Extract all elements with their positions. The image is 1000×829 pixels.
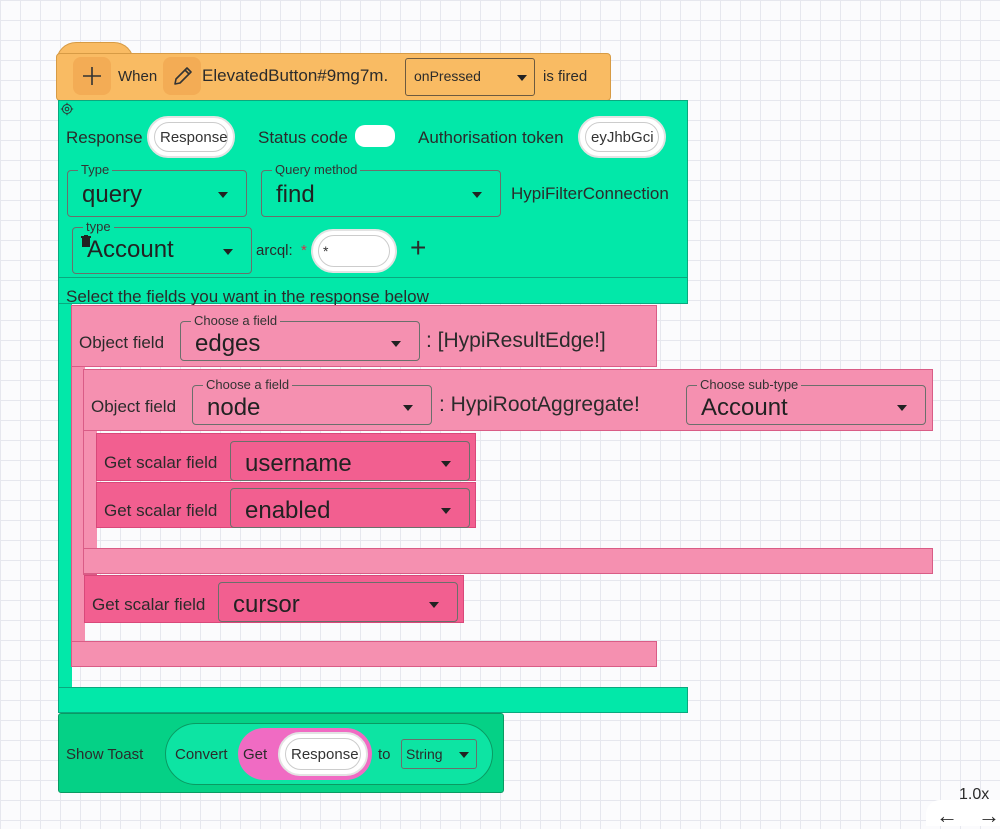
node-object-field[interactable]: Object field Choose a field node : HypiR… — [83, 369, 933, 431]
return-type-label: HypiFilterConnection — [511, 184, 669, 203]
caret-down-icon — [429, 602, 439, 608]
pencil-icon — [174, 67, 192, 85]
widget-name: ElevatedButton#9mg7m. — [202, 66, 389, 85]
cursor-field-select[interactable]: cursor — [218, 582, 458, 622]
caret-down-icon — [218, 192, 228, 198]
caret-down-icon — [517, 75, 527, 81]
type-select[interactable]: Type query — [67, 163, 247, 217]
query-block-footer — [58, 687, 688, 713]
object-field-label: Object field — [91, 397, 177, 416]
response-input[interactable]: Response — [147, 116, 235, 158]
status-code-label: Status code — [258, 128, 348, 147]
scalar-field-label: Get scalar field — [104, 501, 218, 520]
scalar-field-enabled[interactable]: Get scalar field enabled — [96, 482, 476, 528]
enabled-field-select[interactable]: enabled — [230, 488, 470, 528]
caret-down-icon — [459, 752, 469, 758]
node-field-select[interactable]: Choose a field node — [192, 378, 432, 425]
auth-token-label: Authorisation token — [418, 128, 564, 147]
scalar-field-label: Get scalar field — [104, 453, 218, 472]
convert-block[interactable]: Convert Get Response to String — [165, 723, 493, 785]
show-toast-label: Show Toast — [66, 746, 144, 763]
when-label: When — [118, 68, 158, 85]
event-select[interactable]: onPressed — [405, 58, 535, 96]
query-method-select[interactable]: Query method find — [261, 163, 501, 217]
node-subtype-select[interactable]: Choose sub-type Account — [686, 378, 926, 425]
show-toast-block[interactable]: Show Toast Convert Get Response to Strin… — [58, 713, 504, 793]
node-type-label: : HypiRootAggregate! — [439, 393, 640, 416]
caret-down-icon — [403, 405, 413, 411]
convert-type-select[interactable]: String — [401, 739, 477, 769]
settings-gear-icon[interactable] — [60, 102, 74, 116]
scalar-field-username[interactable]: Get scalar field username — [96, 433, 476, 481]
caret-down-icon — [472, 192, 482, 198]
scalar-field-label: Get scalar field — [92, 595, 206, 614]
edit-widget-button[interactable] — [163, 57, 201, 95]
pan-right-button[interactable]: → — [978, 803, 1000, 828]
is-fired-label: is fired — [543, 68, 588, 85]
plus-icon — [83, 67, 101, 85]
zoom-level: 1.0x — [959, 786, 990, 803]
status-code-input[interactable] — [355, 125, 395, 147]
pan-left-button[interactable]: ← — [936, 803, 958, 828]
caret-down-icon — [223, 249, 233, 255]
add-button[interactable] — [73, 57, 111, 95]
get-block[interactable]: Get Response — [238, 728, 372, 780]
fields-hint-bar: Select the fields you want in the respon… — [58, 277, 688, 306]
caret-down-icon — [441, 508, 451, 514]
get-label: Get — [243, 746, 268, 763]
edges-block-footer — [71, 641, 657, 667]
caret-down-icon — [391, 341, 401, 347]
scalar-field-cursor[interactable]: Get scalar field cursor — [84, 575, 464, 623]
response-label: Response — [66, 128, 143, 147]
to-label: to — [378, 746, 391, 763]
caret-down-icon — [897, 405, 907, 411]
get-response-input[interactable]: Response — [278, 732, 368, 776]
caret-down-icon — [441, 461, 451, 467]
edges-field-select[interactable]: Choose a field edges — [180, 314, 420, 361]
node-block-footer — [83, 548, 933, 574]
delete-icon[interactable] — [81, 235, 91, 247]
object-field-label: Object field — [79, 333, 165, 352]
entity-type-select[interactable]: type Account — [72, 220, 252, 274]
username-field-select[interactable]: username — [230, 441, 470, 481]
auth-token-input[interactable]: eyJhbGci — [578, 116, 666, 158]
event-block[interactable]: When ElevatedButton#9mg7m. onPressed is … — [56, 53, 611, 101]
add-filter-button[interactable]: + — [410, 232, 427, 263]
edges-type-label: : [HypiResultEdge!] — [426, 329, 606, 352]
arcql-input[interactable]: * — [311, 229, 397, 273]
arcql-label: arcql: — [256, 242, 293, 259]
edges-object-field[interactable]: Object field Choose a field edges : [Hyp… — [71, 305, 657, 367]
arcql-required-mark: * — [301, 242, 307, 259]
zoom-control — [926, 800, 1000, 826]
convert-label: Convert — [175, 746, 228, 763]
query-block[interactable]: Response Response Status code Authorisat… — [58, 100, 688, 278]
